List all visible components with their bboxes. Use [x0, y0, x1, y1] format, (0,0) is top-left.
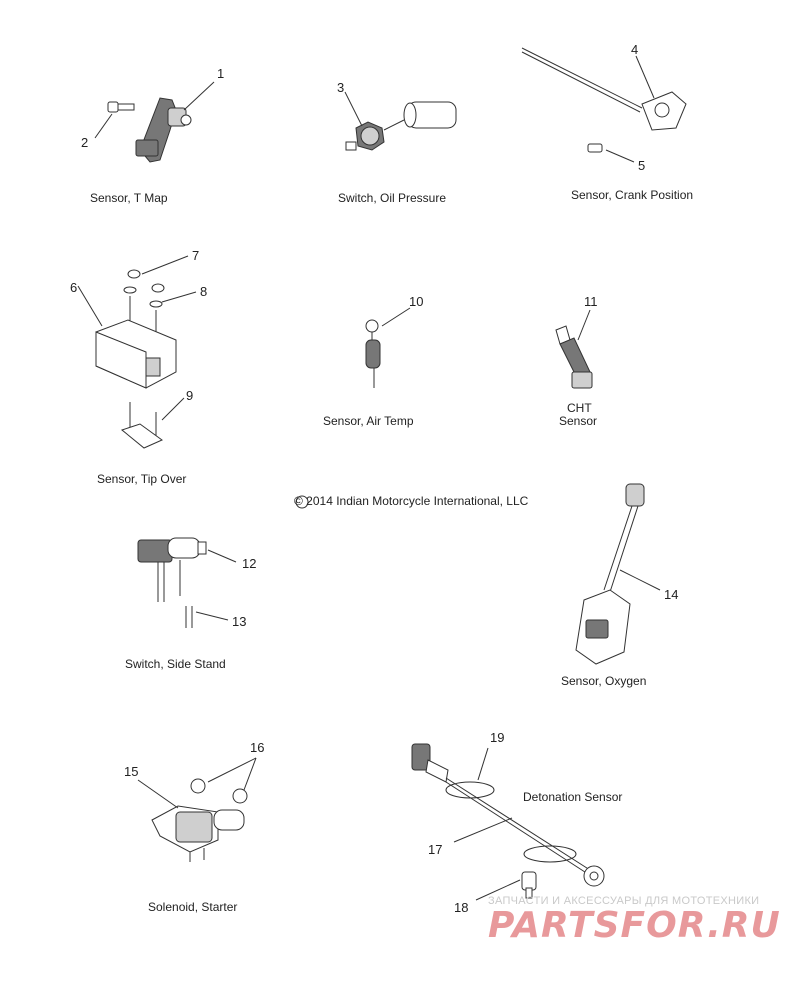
label-side-stand-switch: Switch, Side Stand — [125, 657, 226, 671]
callout-9: 9 — [186, 388, 194, 403]
callout-17: 17 — [428, 842, 443, 857]
callout-6: 6 — [70, 280, 78, 295]
label-oil-pressure-switch: Switch, Oil Pressure — [338, 191, 447, 205]
label-air-temp-sensor: Sensor, Air Temp — [323, 414, 414, 428]
label-starter-solenoid: Solenoid, Starter — [148, 900, 238, 914]
side-stand-switch-drawing — [137, 537, 237, 628]
callout-4: 4 — [631, 42, 639, 57]
callout-15: 15 — [124, 764, 139, 779]
oil-pressure-switch-drawing — [344, 91, 457, 151]
label-cht-line1: CHT — [567, 401, 592, 415]
label-tip-over-sensor: Sensor, Tip Over — [97, 472, 187, 486]
callout-14: 14 — [664, 587, 679, 602]
label-detonation-sensor: Detonation Sensor — [523, 790, 623, 804]
tip-over-sensor-drawing — [77, 255, 197, 449]
callout-7: 7 — [192, 248, 200, 263]
callout-16: 16 — [250, 740, 265, 755]
callout-8: 8 — [200, 284, 208, 299]
label-t-map-sensor: Sensor, T Map — [90, 191, 168, 205]
callout-19: 19 — [490, 730, 505, 745]
callout-13: 13 — [232, 614, 247, 629]
starter-solenoid-drawing — [137, 757, 257, 862]
oxygen-sensor-drawing — [575, 483, 661, 665]
callout-3: 3 — [337, 80, 345, 95]
callout-10: 10 — [409, 294, 424, 309]
callout-1: 1 — [217, 66, 225, 81]
copyright-text: © 2014 Indian Motorcycle International, … — [294, 494, 529, 508]
callout-2: 2 — [81, 135, 89, 150]
watermark-logo: PARTSFOR.RU — [488, 905, 781, 946]
screw-drawing — [94, 101, 135, 139]
callout-11: 11 — [584, 294, 598, 309]
callout-18: 18 — [454, 900, 469, 915]
label-crank-position-sensor: Sensor, Crank Position — [571, 188, 694, 202]
watermark-tagline: ЗАПЧАСТИ И АКСЕССУАРЫ ДЛЯ МОТОТЕХНИКИ — [488, 895, 760, 907]
crank-position-sensor-drawing — [521, 47, 687, 163]
label-cht-line2: Sensor — [559, 414, 598, 428]
detonation-sensor-drawing — [411, 743, 605, 901]
t-map-sensor-drawing — [135, 81, 215, 163]
cht-sensor-drawing — [555, 309, 593, 389]
callout-5: 5 — [638, 158, 646, 173]
label-oxygen-sensor: Sensor, Oxygen — [561, 674, 647, 688]
callout-12: 12 — [242, 556, 257, 571]
air-temp-sensor-drawing — [365, 307, 411, 388]
